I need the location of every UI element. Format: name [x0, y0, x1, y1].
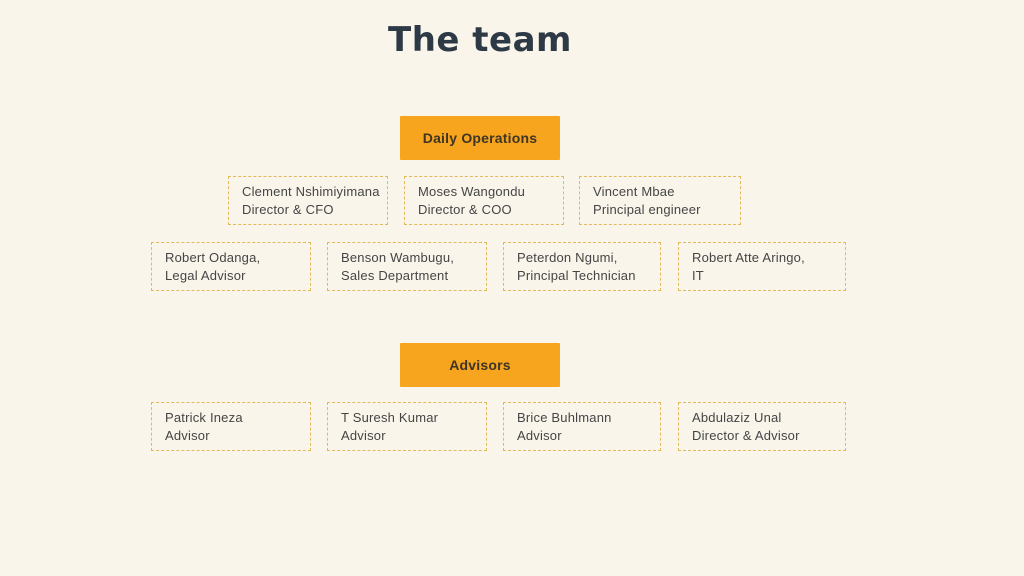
member-card-brice-buhlmann: Brice Buhlmann Advisor [503, 402, 661, 451]
section-header-label: Daily Operations [422, 130, 538, 146]
member-name: Moses Wangondu [418, 184, 526, 199]
member-card-robert-odanga: Robert Odanga, Legal Advisor [151, 242, 311, 291]
member-name: T Suresh Kumar [341, 410, 439, 425]
member-name: Brice Buhlmann [517, 410, 612, 425]
member-role: Principal Technician [517, 267, 636, 283]
member-name: Clement Nshimiyimana [242, 184, 380, 199]
member-role: Advisor [341, 427, 386, 443]
section-header-label: Advisors [449, 357, 511, 373]
member-card-robert-atte-aringo: Robert Atte Aringo, IT [678, 242, 846, 291]
slide-title: The team [388, 20, 572, 60]
member-name: Abdulaziz Unal [692, 410, 782, 425]
member-card-moses-wangondu: Moses Wangondu Director & COO [404, 176, 564, 225]
member-role: Advisor [165, 427, 210, 443]
member-role: Principal engineer [593, 201, 701, 217]
member-name: Robert Odanga, [165, 250, 261, 265]
member-card-patrick-ineza: Patrick Ineza Advisor [151, 402, 311, 451]
member-role: Director & CFO [242, 201, 334, 217]
section-header-daily-operations: Daily Operations [400, 116, 560, 160]
member-card-t-suresh-kumar: T Suresh Kumar Advisor [327, 402, 487, 451]
member-name: Vincent Mbae [593, 184, 675, 199]
member-role: IT [692, 267, 704, 283]
member-card-benson-wambugu: Benson Wambugu, Sales Department [327, 242, 487, 291]
member-name: Benson Wambugu, [341, 250, 455, 265]
member-role: Director & COO [418, 201, 512, 217]
member-card-clement-nshimiyimana: Clement Nshimiyimana Director & CFO [228, 176, 388, 225]
section-header-advisors: Advisors [400, 343, 560, 387]
member-role: Sales Department [341, 267, 449, 283]
member-role: Legal Advisor [165, 267, 246, 283]
member-name: Peterdon Ngumi, [517, 250, 618, 265]
member-name: Patrick Ineza [165, 410, 243, 425]
member-role: Advisor [517, 427, 562, 443]
member-card-abdulaziz-unal: Abdulaziz Unal Director & Advisor [678, 402, 846, 451]
member-role: Director & Advisor [692, 427, 800, 443]
member-card-vincent-mbae: Vincent Mbae Principal engineer [579, 176, 741, 225]
member-name: Robert Atte Aringo, [692, 250, 805, 265]
member-card-peterdon-ngumi: Peterdon Ngumi, Principal Technician [503, 242, 661, 291]
